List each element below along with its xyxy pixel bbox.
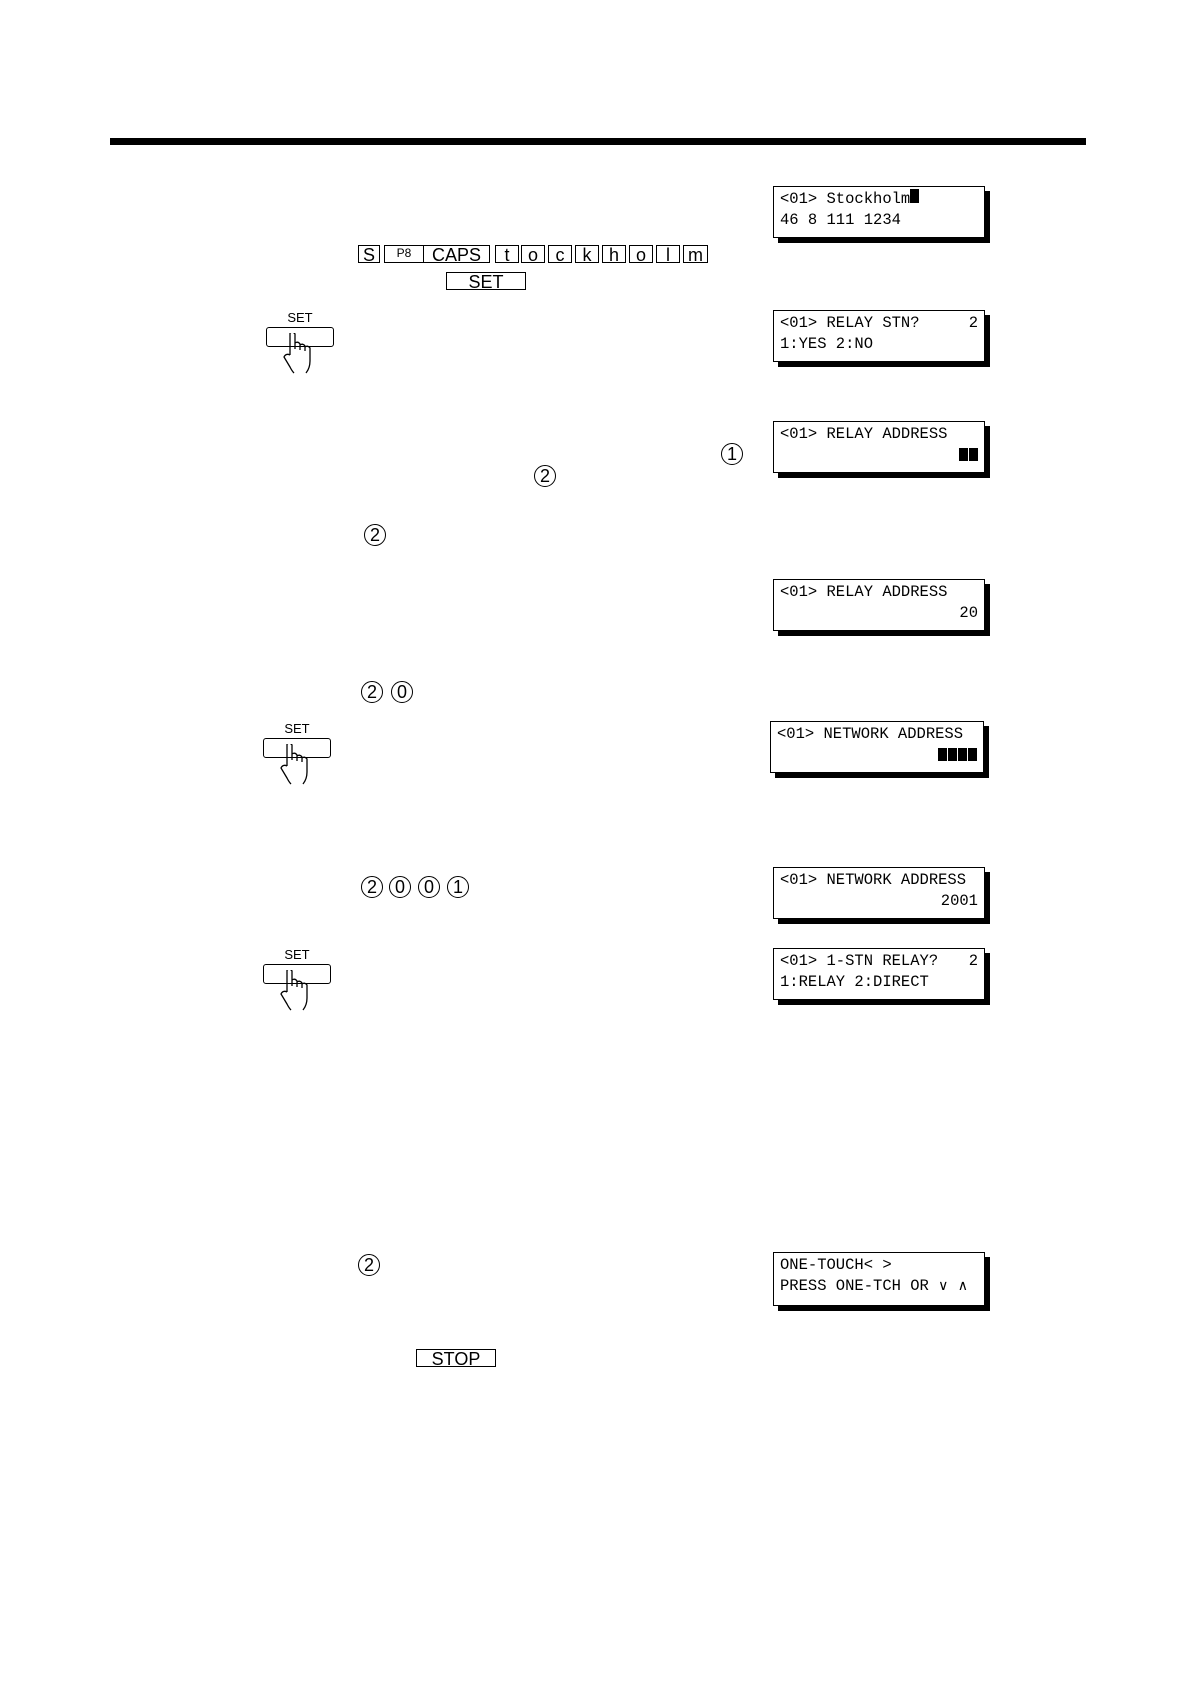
- set-press-label: SET: [284, 721, 310, 736]
- lcd-line-2: 1:RELAY 2:DIRECT: [780, 973, 929, 991]
- lcd-line-1: <01> 1-STN RELAY?: [780, 952, 939, 970]
- key-h[interactable]: h: [602, 245, 626, 264]
- lcd-line-1: <01> Stockholm: [780, 190, 911, 208]
- key-caps[interactable]: CAPS: [424, 245, 490, 264]
- circled-key-0-net[interactable]: 0: [389, 876, 411, 898]
- circled-key-2-step[interactable]: 2: [364, 524, 386, 546]
- up-arrow-icon: ∧: [957, 1278, 968, 1294]
- key-k[interactable]: k: [575, 245, 599, 264]
- lcd-display-5: <01> NETWORK ADDRESS: [770, 721, 984, 773]
- top-rule: [110, 138, 1086, 145]
- circled-key-2[interactable]: 2: [534, 465, 556, 487]
- lcd-display-8: ONE-TOUCH< > PRESS ONE-TCH OR ∨ ∧: [773, 1252, 985, 1306]
- cursor-block: [910, 189, 920, 203]
- finger-press-icon: [280, 744, 308, 785]
- lcd-line-1: ONE-TOUCH< >: [780, 1256, 892, 1274]
- circled-key-0-relay[interactable]: 0: [391, 681, 413, 703]
- lcd-display-1: <01> Stockholm 46 8 111 1234: [773, 186, 985, 238]
- lcd-display-3: <01> RELAY ADDRESS: [773, 421, 985, 473]
- lcd-display-4: <01> RELAY ADDRESS 20: [773, 579, 985, 631]
- input-blocks: [959, 448, 978, 466]
- key-p8[interactable]: P8: [384, 245, 424, 263]
- key-o-2[interactable]: o: [629, 245, 653, 264]
- circled-key-2-net[interactable]: 2: [361, 876, 383, 898]
- lcd-line-1: <01> RELAY ADDRESS: [780, 425, 948, 443]
- lcd-line-2: 46 8 111 1234: [780, 211, 901, 229]
- lcd-line-2: 20: [959, 604, 978, 622]
- lcd-value: 2: [968, 314, 978, 332]
- stop-key[interactable]: STOP: [416, 1349, 496, 1368]
- set-press-label: SET: [284, 947, 310, 962]
- down-arrow-icon: ∨: [938, 1278, 949, 1294]
- key-l[interactable]: l: [656, 245, 680, 264]
- finger-press-icon: [283, 333, 311, 374]
- set-press-button-3[interactable]: SET: [259, 948, 335, 1018]
- set-press-button-1[interactable]: SET: [262, 311, 338, 381]
- input-blocks: [938, 748, 977, 766]
- lcd-line-1: <01> NETWORK ADDRESS: [780, 871, 967, 889]
- lcd-display-2: <01> RELAY STN? 2 1:YES 2:NO: [773, 310, 985, 362]
- circled-key-2-final[interactable]: 2: [358, 1254, 380, 1276]
- lcd-line-1: <01> RELAY ADDRESS: [780, 583, 948, 601]
- circled-key-1-net[interactable]: 1: [447, 876, 469, 898]
- lcd-line-1: <01> RELAY STN?: [780, 314, 920, 332]
- lcd-display-6: <01> NETWORK ADDRESS 2001: [773, 867, 985, 919]
- set-key[interactable]: SET: [446, 272, 526, 291]
- key-t[interactable]: t: [495, 245, 519, 264]
- circled-key-1[interactable]: 1: [721, 443, 743, 465]
- finger-press-icon: [280, 970, 308, 1011]
- lcd-line-2: 1:YES 2:NO: [780, 335, 874, 353]
- key-c[interactable]: c: [548, 245, 572, 264]
- key-s[interactable]: S: [358, 245, 380, 264]
- set-press-label: SET: [287, 310, 313, 325]
- lcd-display-7: <01> 1-STN RELAY? 2 1:RELAY 2:DIRECT: [773, 948, 985, 1000]
- key-o[interactable]: o: [521, 245, 545, 264]
- circled-key-2-relay[interactable]: 2: [361, 681, 383, 703]
- lcd-line-2: 2001: [940, 892, 978, 910]
- lcd-value: 2: [968, 952, 978, 970]
- key-m[interactable]: m: [683, 245, 708, 264]
- set-press-button-2[interactable]: SET: [259, 722, 335, 792]
- lcd-line-2: PRESS ONE-TCH OR: [780, 1277, 929, 1295]
- circled-key-0-net-2[interactable]: 0: [418, 876, 440, 898]
- lcd-line-1: <01> NETWORK ADDRESS: [777, 725, 964, 743]
